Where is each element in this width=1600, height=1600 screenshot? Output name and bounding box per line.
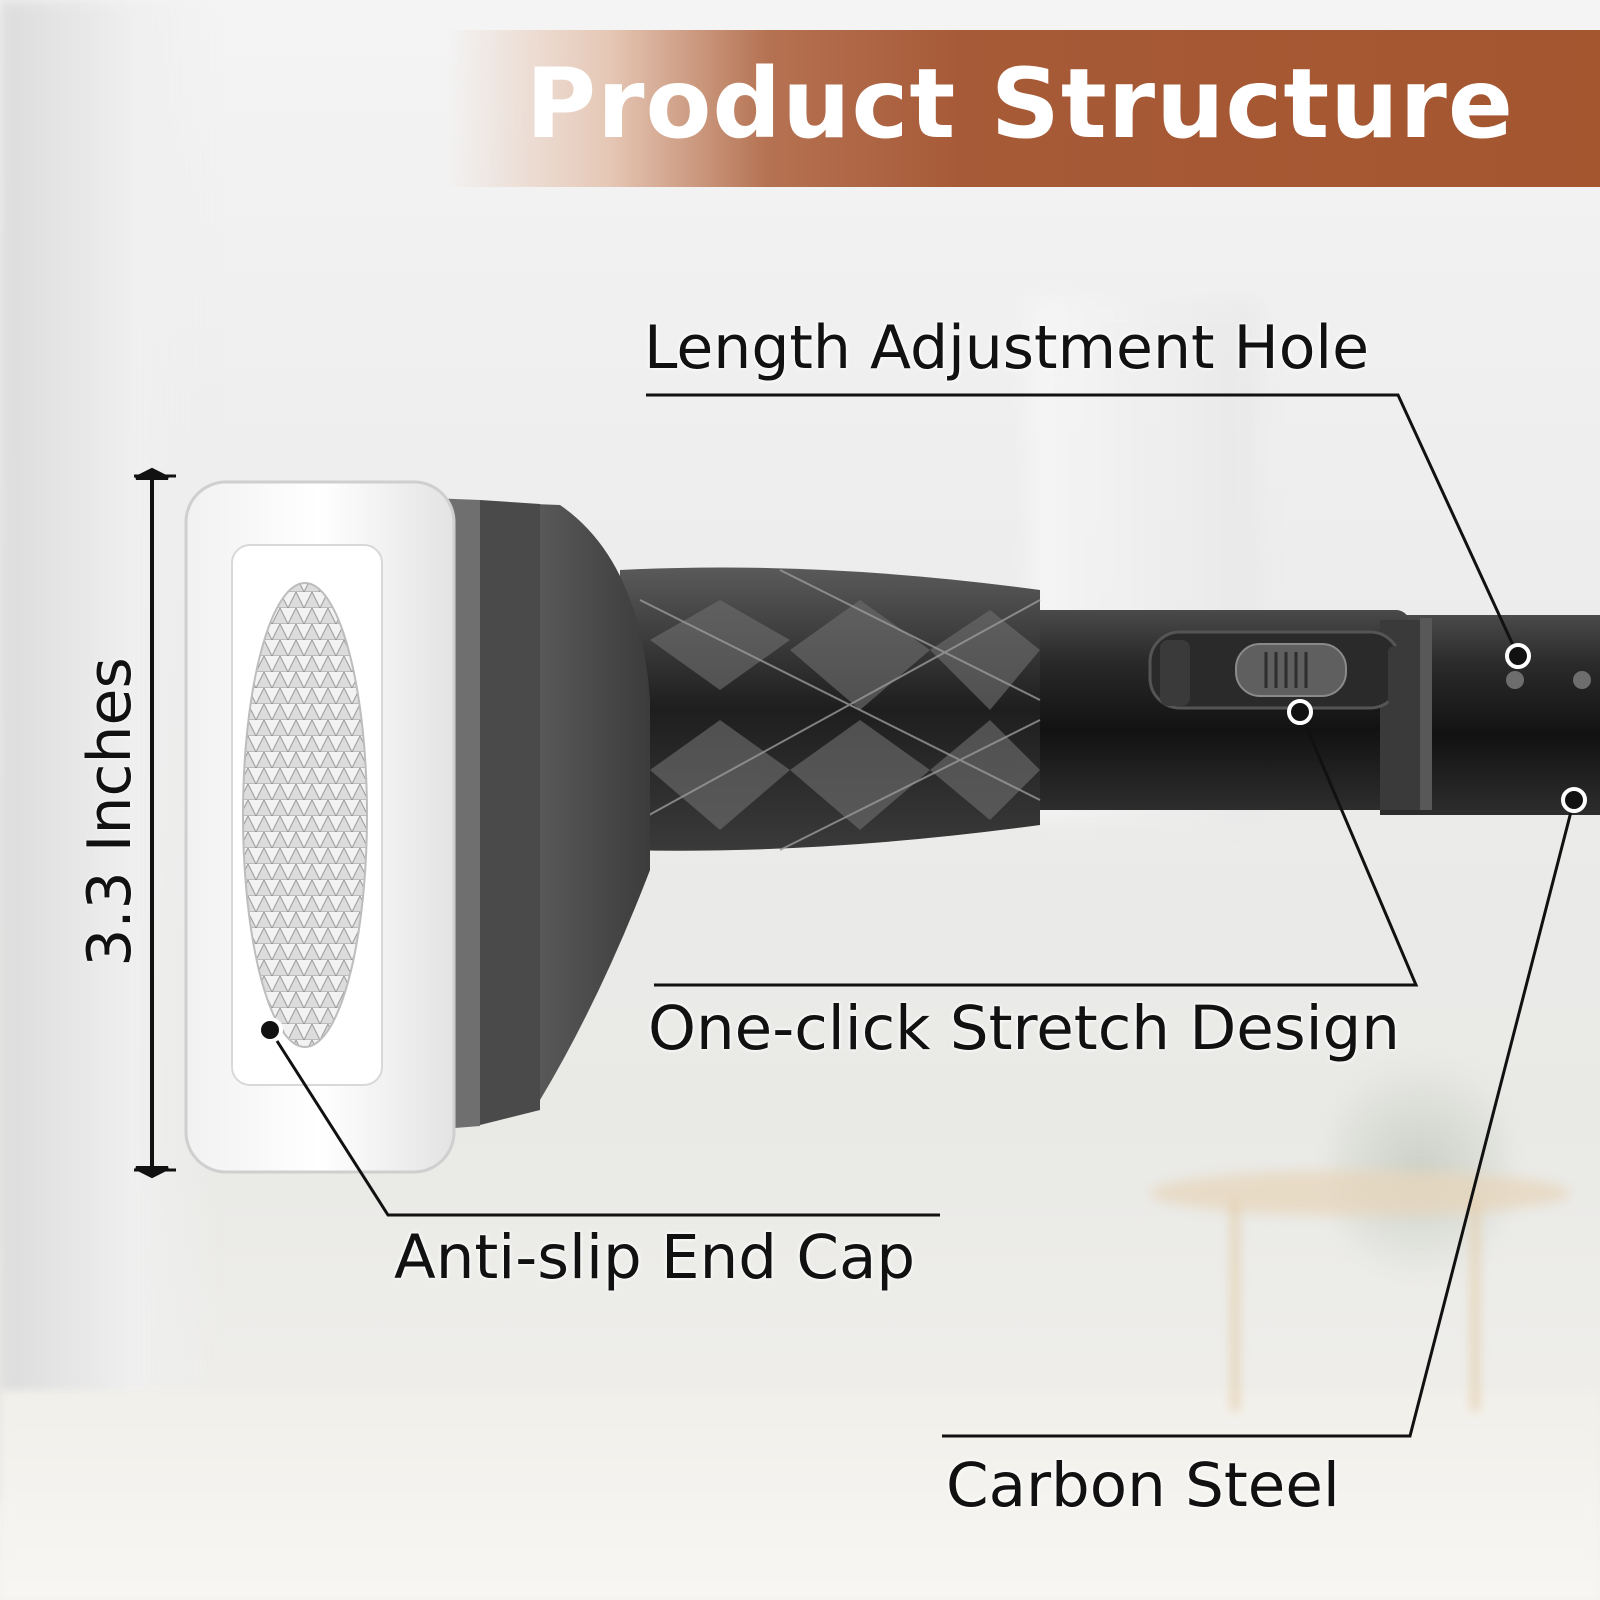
callout-anti-slip-end-cap: Anti-slip End Cap xyxy=(394,1222,916,1293)
background-table xyxy=(1150,1170,1570,1216)
callout-length-adjustment-hole: Length Adjustment Hole xyxy=(644,313,1369,383)
stretch-button xyxy=(1148,630,1410,710)
diamond-grip xyxy=(620,567,1041,851)
background-table-leg xyxy=(1230,1200,1240,1410)
title-banner: Product Structure xyxy=(0,30,1600,187)
page-title: Product Structure xyxy=(525,48,1514,160)
callout-dots xyxy=(257,643,1587,1043)
background-table-leg xyxy=(1470,1200,1480,1410)
dimension-label: 3.3 Inches xyxy=(75,657,145,967)
callout-carbon-steel: Carbon Steel xyxy=(946,1450,1340,1521)
callout-one-click-stretch: One-click Stretch Design xyxy=(648,993,1400,1064)
callout-lines xyxy=(268,393,1576,1438)
background-window xyxy=(0,0,220,1500)
background-floor xyxy=(0,1390,1600,1600)
dimension-arrow xyxy=(134,467,176,1179)
end-cap xyxy=(184,480,456,1174)
end-collar xyxy=(430,498,650,1130)
